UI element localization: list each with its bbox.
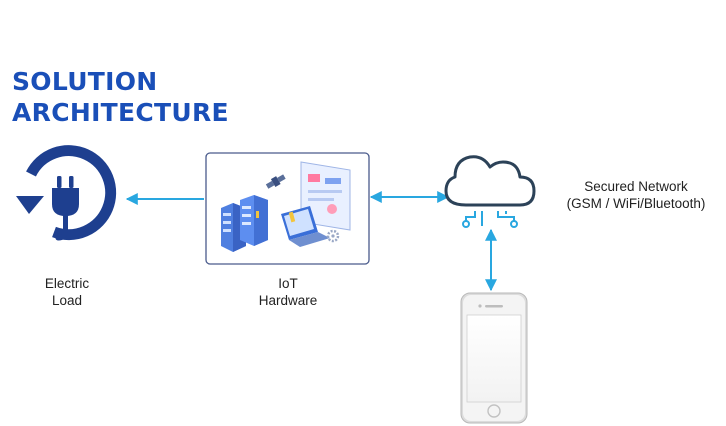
satellite-icon <box>265 174 286 189</box>
label-iot-hardware: IoT Hardware <box>248 275 328 309</box>
server-rack-icon <box>221 195 268 252</box>
cloud-icon <box>444 155 536 207</box>
dashboard-screen-icon <box>300 161 351 231</box>
label-secured-network: Secured Network (GSM / WiFi/Bluetooth) <box>548 178 724 212</box>
title-line-1: SOLUTION <box>12 67 158 96</box>
gear-icon <box>326 229 340 243</box>
electric-plug-icon <box>16 145 117 241</box>
laptop-icon <box>281 206 330 247</box>
iot-hardware-box <box>205 152 370 265</box>
label-electric-load-line-2: Load <box>51 293 83 308</box>
diagram-title: SOLUTION ARCHITECTURE <box>12 66 229 128</box>
label-iot-hardware-line-2: Hardware <box>258 293 318 308</box>
label-electric-load-line-1: Electric <box>44 276 90 291</box>
title-line-2: ARCHITECTURE <box>12 98 229 127</box>
smartphone-icon <box>460 292 528 424</box>
label-iot-hardware-line-1: IoT <box>278 276 298 291</box>
label-electric-load: Electric Load <box>27 275 107 309</box>
network-circuit-icon <box>462 211 518 228</box>
label-secured-network-line-1: Secured Network <box>584 179 688 194</box>
label-secured-network-line-2: (GSM / WiFi/Bluetooth) <box>566 196 706 211</box>
